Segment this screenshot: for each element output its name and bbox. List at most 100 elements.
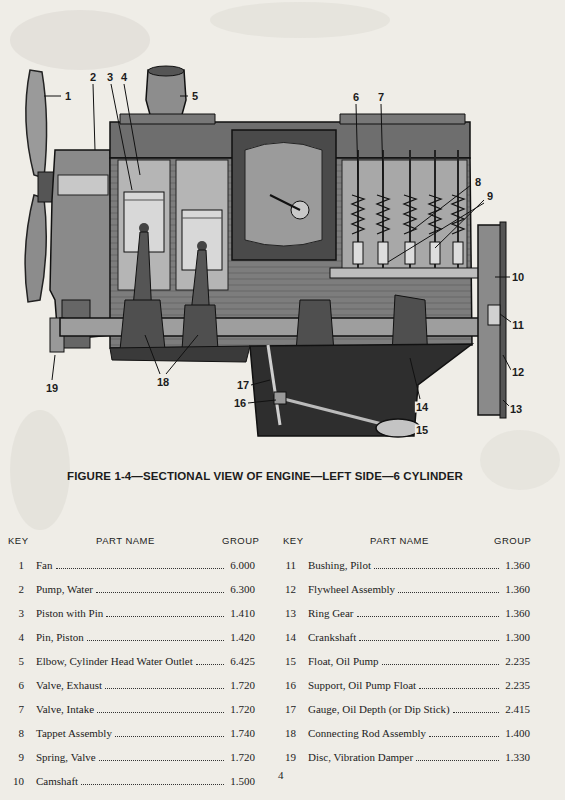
engine-part-shape — [353, 242, 363, 264]
engine-part-shape — [10, 410, 70, 530]
engine-part-shape — [270, 195, 300, 210]
callout-number: 12 — [511, 367, 525, 378]
page-number: 4 — [278, 770, 284, 781]
dot-leader — [453, 712, 500, 713]
table-part-name: Valve, Exhaust — [36, 680, 102, 691]
callout-number: 10 — [511, 272, 525, 283]
callout-number: 5 — [191, 91, 199, 102]
table-part-name: Ring Gear — [308, 608, 354, 619]
engine-part-shape — [145, 335, 160, 374]
engine-part-shape — [180, 96, 188, 97]
callout-number: 16 — [233, 398, 247, 409]
table-part-name: Fan — [36, 560, 53, 571]
engine-part-shape — [124, 200, 164, 201]
engine-part-shape — [111, 84, 132, 190]
table-group: 2.235 — [505, 656, 530, 667]
engine-part-shape — [410, 185, 471, 232]
table-group: 1.300 — [505, 632, 530, 643]
dot-leader — [429, 736, 499, 737]
dot-leader — [96, 592, 224, 593]
table-key: 18 — [285, 728, 296, 739]
engine-part-shape — [148, 66, 184, 76]
dot-leader — [106, 616, 224, 617]
table-part-name: Connecting Rod Assembly — [308, 728, 426, 739]
table-part-name: Spring, Valve — [36, 752, 96, 763]
table-header: PART NAME — [370, 536, 429, 546]
table-key: 16 — [285, 680, 296, 691]
table-group: 1.360 — [505, 608, 530, 619]
callout-number: 15 — [415, 425, 429, 436]
engine-part-shape — [453, 242, 463, 264]
engine-part-shape — [124, 84, 140, 175]
table-part-name: Pin, Piston — [36, 632, 84, 643]
engine-part-shape — [410, 358, 420, 399]
dot-leader — [99, 760, 225, 761]
engine-part-shape — [245, 143, 322, 247]
table-group: 1.330 — [505, 752, 530, 763]
engine-part-shape — [250, 344, 472, 436]
table-key: 4 — [19, 632, 25, 643]
engine-part-shape — [342, 160, 467, 270]
callout-number: 11 — [511, 320, 525, 331]
table-part-name: Valve, Intake — [36, 704, 94, 715]
dot-leader — [359, 640, 499, 641]
callout-number: 4 — [120, 72, 128, 83]
engine-part-shape — [120, 114, 465, 124]
table-part-name: Gauge, Oil Depth (or Dip Stick) — [308, 704, 450, 715]
table-part-name: Tappet Assembly — [36, 728, 112, 739]
engine-part-shape — [452, 195, 464, 234]
engine-part-shape — [429, 195, 441, 234]
dot-leader — [87, 640, 225, 641]
callout-number: 14 — [415, 402, 429, 413]
table-part-name: Elbow, Cylinder Head Water Outlet — [36, 656, 193, 667]
engine-part-shape — [478, 225, 502, 415]
callout-number: 19 — [45, 383, 59, 394]
table-key: 7 — [19, 704, 25, 715]
table-part-name: Crankshaft — [308, 632, 356, 643]
table-part-name: Camshaft — [36, 776, 78, 787]
callout-number: 17 — [236, 380, 250, 391]
engine-part-shape — [377, 195, 389, 234]
engine-part-shape — [274, 392, 286, 404]
engine-part-shape — [93, 84, 95, 150]
callout-number: 9 — [486, 191, 494, 202]
callout-number: 7 — [377, 92, 385, 103]
table-key: 2 — [19, 584, 25, 595]
engine-part-shape — [52, 355, 55, 380]
engine-part-shape — [352, 195, 364, 234]
table-part-name: Piston with Pin — [36, 608, 103, 619]
table-key: 8 — [19, 728, 25, 739]
table-key: 15 — [285, 656, 296, 667]
engine-part-shape — [251, 380, 270, 385]
table-key: 14 — [285, 632, 296, 643]
table-key: 6 — [19, 680, 25, 691]
dot-leader — [97, 712, 224, 713]
table-key: 12 — [285, 584, 296, 595]
engine-part-shape — [430, 242, 440, 264]
engine-part-shape — [381, 104, 383, 180]
table-part-name: Disc, Vibration Damper — [308, 752, 413, 763]
table-key: 10 — [13, 776, 24, 787]
dot-leader — [398, 592, 499, 593]
dot-leader — [196, 664, 225, 665]
table-part-name: Bushing, Pilot — [308, 560, 371, 571]
dot-leader — [105, 688, 224, 689]
table-key: 13 — [285, 608, 296, 619]
engine-part-shape — [232, 130, 336, 260]
table-group: 1.360 — [505, 584, 530, 595]
engine-part-shape — [388, 203, 484, 262]
engine-part-shape — [110, 346, 250, 362]
callout-number: 1 — [64, 91, 72, 102]
engine-part-shape — [26, 70, 47, 178]
dot-leader — [416, 760, 499, 761]
engine-part-shape — [44, 96, 61, 97]
table-key: 1 — [19, 560, 25, 571]
engine-part-shape — [495, 277, 510, 278]
table-group: 6.000 — [230, 560, 255, 571]
callout-number: 2 — [89, 72, 97, 83]
table-key: 11 — [285, 560, 296, 571]
table-key: 5 — [19, 656, 25, 667]
table-group: 1.420 — [230, 632, 255, 643]
engine-part-shape — [166, 335, 198, 374]
dot-leader — [115, 736, 224, 737]
